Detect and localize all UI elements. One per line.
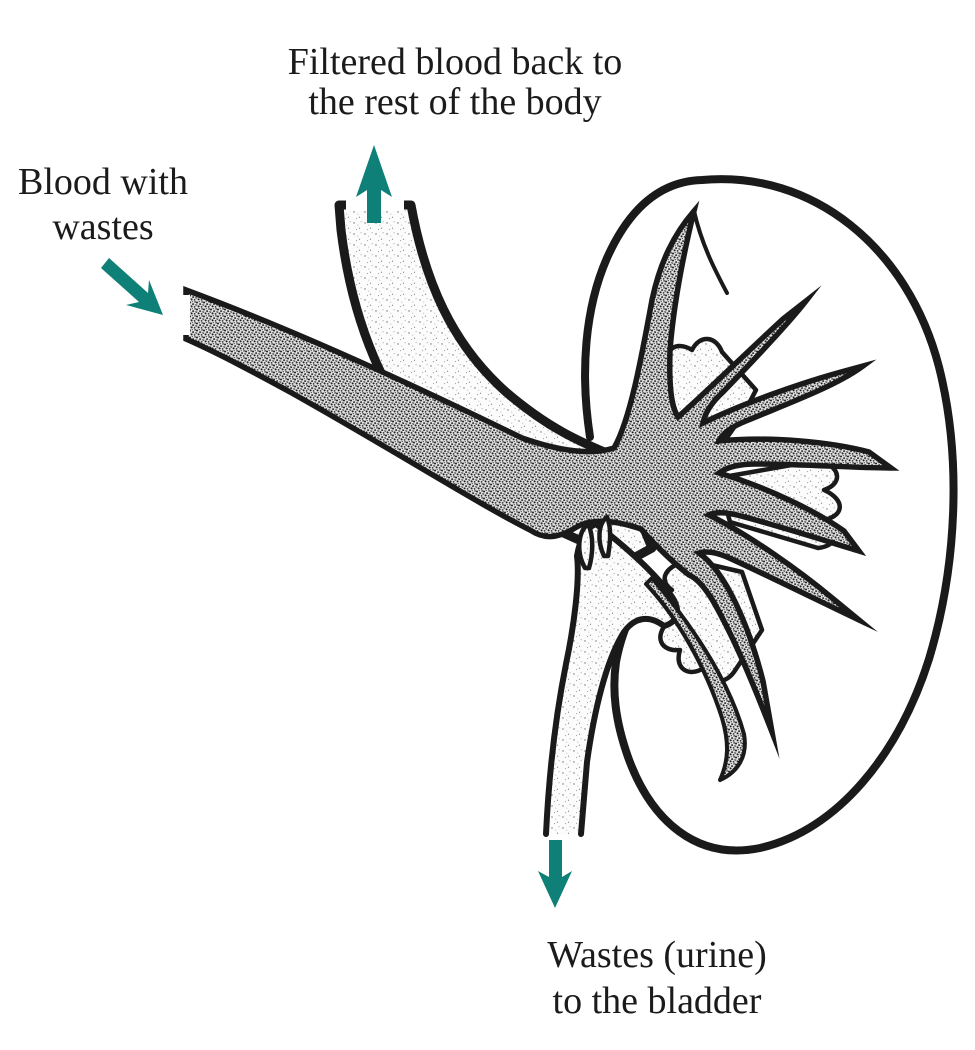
urine-to-bladder-arrow bbox=[538, 840, 572, 908]
artery-tip-line bbox=[692, 209, 729, 295]
ureter-right-border bbox=[578, 521, 681, 837]
label-wastes-urine: Wastes (urine) to the bladder bbox=[477, 932, 837, 1024]
blood-with-wastes-arrow bbox=[101, 258, 163, 315]
squiggle-left bbox=[577, 521, 595, 571]
renal-artery bbox=[180, 200, 900, 759]
kidney-capsule-line bbox=[581, 175, 958, 855]
label-filtered-blood: Filtered blood back to the rest of the b… bbox=[225, 42, 685, 122]
label-wastes-urine-line2: to the bladder bbox=[552, 980, 762, 1022]
label-wastes-urine-line1: Wastes (urine) bbox=[547, 934, 767, 976]
label-filtered-blood-line1: Filtered blood back to bbox=[287, 41, 623, 83]
lower-vessel-branch bbox=[644, 576, 747, 782]
filtered-blood-arrow bbox=[356, 145, 392, 223]
flow-arrows bbox=[101, 145, 572, 908]
hilum-squiggle-vessels bbox=[577, 514, 613, 571]
label-filtered-blood-line2: the rest of the body bbox=[308, 81, 602, 123]
squiggle-right bbox=[597, 514, 613, 559]
label-blood-with-wastes: Blood with wastes bbox=[0, 160, 206, 250]
artery-opening-mask bbox=[180, 295, 190, 335]
label-blood-with-wastes-line2: wastes bbox=[52, 206, 154, 248]
label-blood-with-wastes-line1: Blood with bbox=[18, 161, 188, 203]
renal-artery-body bbox=[183, 200, 900, 759]
